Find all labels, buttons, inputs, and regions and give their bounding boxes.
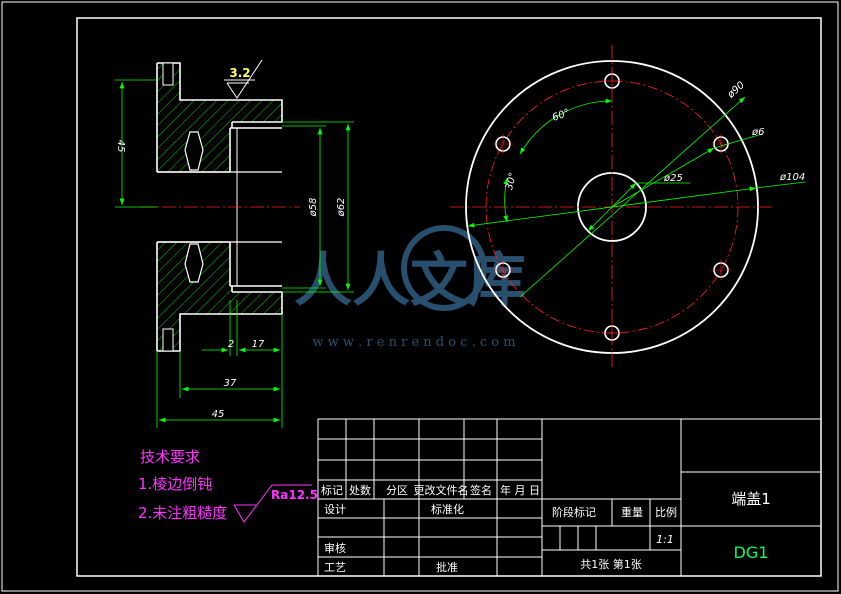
tb-sheets: 共1张 第1张	[580, 557, 642, 571]
front-view: ø90 ø6 ø25 ø104 60° 30°	[450, 45, 805, 368]
groove-upper	[184, 131, 204, 171]
tb-part-name: 端盖1	[731, 490, 771, 508]
dim-length-45: 45	[212, 409, 225, 420]
groove-lower	[184, 243, 204, 283]
section-hatch-upper	[157, 63, 282, 172]
bolt-hole-centermarks	[493, 71, 731, 343]
surface-finish-value: 3.2	[229, 66, 250, 80]
technical-notes: 技术要求 1.棱边倒钝 2.未注粗糙度 Ra12.5	[138, 448, 318, 523]
notes-item-2: 2.未注粗糙度	[138, 504, 227, 522]
tb-stage-mark: 阶段标记	[552, 505, 596, 519]
tb-drawing-code: DG1	[734, 543, 769, 562]
side-dimensions	[115, 79, 354, 428]
watermark-text: 人人文库	[294, 246, 526, 314]
watermark: 人人文库 w w w . r e n r e n d o c . c o m	[294, 225, 526, 350]
dim-dia-58: ø58	[308, 198, 319, 218]
tb-standardize: 标准化	[431, 502, 464, 516]
front-dimensions	[467, 96, 806, 298]
surface-finish-symbol	[224, 59, 263, 99]
title-block-text: 标记 处数 分区 更改文件名 签名 年 月 日 设计 标准化 审核 工艺 批准 …	[321, 483, 771, 574]
dim-dia-6: ø6	[751, 127, 764, 138]
dim-dia-25: ø25	[663, 173, 683, 184]
title-block	[317, 418, 822, 577]
tb-header-doc: 更改文件名	[414, 483, 469, 497]
flange-hole-lower	[162, 328, 174, 352]
watermark-url: w w w . r e n r e n d o c . c o m	[312, 335, 515, 350]
side-section-view: 45 ø58 ø62 2 17 37 45 3.2	[115, 59, 354, 428]
tb-header-date: 年 月 日	[500, 483, 540, 497]
dim-width-2: 2	[228, 339, 234, 350]
tb-header-sign: 签名	[470, 483, 492, 497]
dim-width-17: 17	[252, 339, 265, 350]
flange-hole-upper	[162, 62, 174, 86]
tb-scale: 比例	[655, 505, 677, 519]
tb-header-mark: 标记	[321, 483, 343, 497]
dim-dia-62: ø62	[336, 198, 347, 218]
tb-process: 工艺	[324, 561, 346, 574]
tb-header-count: 处数	[349, 484, 371, 497]
section-hatch-lower	[157, 242, 282, 351]
dim-dia-104: ø104	[779, 172, 805, 183]
dim-height-45: 45	[115, 140, 126, 153]
tb-weight: 重量	[621, 505, 643, 519]
dim-angle-60: 60°	[551, 107, 571, 123]
notes-title: 技术要求	[140, 448, 200, 466]
dim-length-37: 37	[224, 378, 237, 389]
tb-scale-value: 1:1	[656, 533, 674, 546]
roughness-symbol	[233, 484, 312, 523]
tb-approve: 批准	[436, 560, 458, 574]
roughness-value: Ra12.5	[271, 488, 318, 502]
dim-angle-30: 30°	[504, 171, 519, 191]
tb-design: 设计	[324, 503, 346, 516]
notes-item-1: 1.棱边倒钝	[138, 475, 212, 493]
tb-review: 审核	[324, 541, 346, 555]
watermark-logo-ring	[401, 225, 487, 311]
tb-header-zone: 分区	[386, 484, 408, 497]
